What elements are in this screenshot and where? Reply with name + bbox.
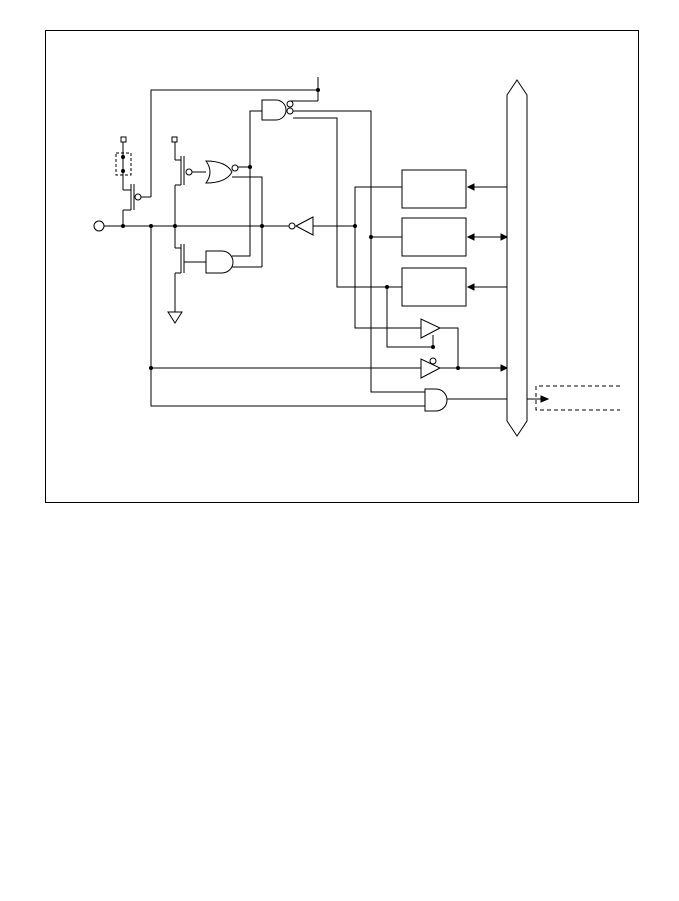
nor-input-wire [232,177,262,267]
bus-arrowhead-3 [468,284,474,290]
nor-gate [206,161,238,183]
and-gate [206,251,233,273]
pull-up-mosfet [123,184,151,226]
tri-state-1-output [440,328,458,368]
bus-arrowhead-2b [501,234,507,240]
vcc-terminal-pmos [172,137,177,142]
nmos-output [175,226,206,312]
register-1 [402,170,466,208]
output-and-input-wire [151,368,425,406]
bus-arrowhead-1 [468,184,474,190]
peripheral-signal-box [536,386,620,410]
junction-dots [121,88,460,370]
pull-up-control-wire [151,90,318,197]
tri-state-buffer-2 [421,358,440,378]
bus-arrowhead-4 [501,365,507,371]
tri-state-buffer-1 [421,319,440,338]
register3-wire [387,287,433,347]
nand-lower-wire [293,118,402,287]
bus-arrowhead-2a [468,234,474,240]
register-2 [402,218,466,256]
internal-data-bus [507,80,527,436]
top-nand-gate [262,100,293,120]
vcc-terminal-pullup [121,137,126,142]
pin-read-wire [151,226,421,368]
nand-to-register-wire [293,111,425,392]
pin-terminal[interactable] [94,221,104,231]
nand-output-wire [238,111,262,167]
diagram-frame [45,30,639,503]
ground-symbol [168,312,182,323]
peripheral-arrowhead [541,396,548,402]
register1-wire [355,187,421,328]
output-and-gate [425,389,447,411]
register-3 [402,268,466,306]
pmos-output [175,142,206,226]
and-input-wire-top [232,167,250,256]
inverter-buffer [289,217,313,235]
